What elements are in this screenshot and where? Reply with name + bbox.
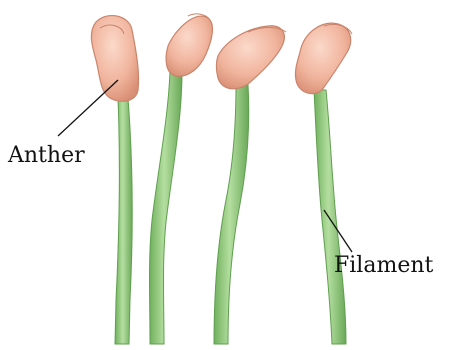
stamen-3 <box>214 26 286 344</box>
filament-2 <box>150 72 183 344</box>
stamen-1 <box>91 16 138 344</box>
anther-4 <box>295 23 350 93</box>
stamen-2 <box>150 14 213 344</box>
filament-1 <box>115 98 132 344</box>
filament-4 <box>314 90 346 344</box>
anther-label: Anther <box>7 143 85 168</box>
anther-1 <box>91 16 138 102</box>
filament-3 <box>214 84 249 344</box>
anther-leader-line <box>58 80 118 136</box>
filament-label: Filament <box>334 253 434 278</box>
stamen-4 <box>295 23 352 344</box>
anther-3 <box>217 26 285 89</box>
anther-2 <box>166 16 212 76</box>
